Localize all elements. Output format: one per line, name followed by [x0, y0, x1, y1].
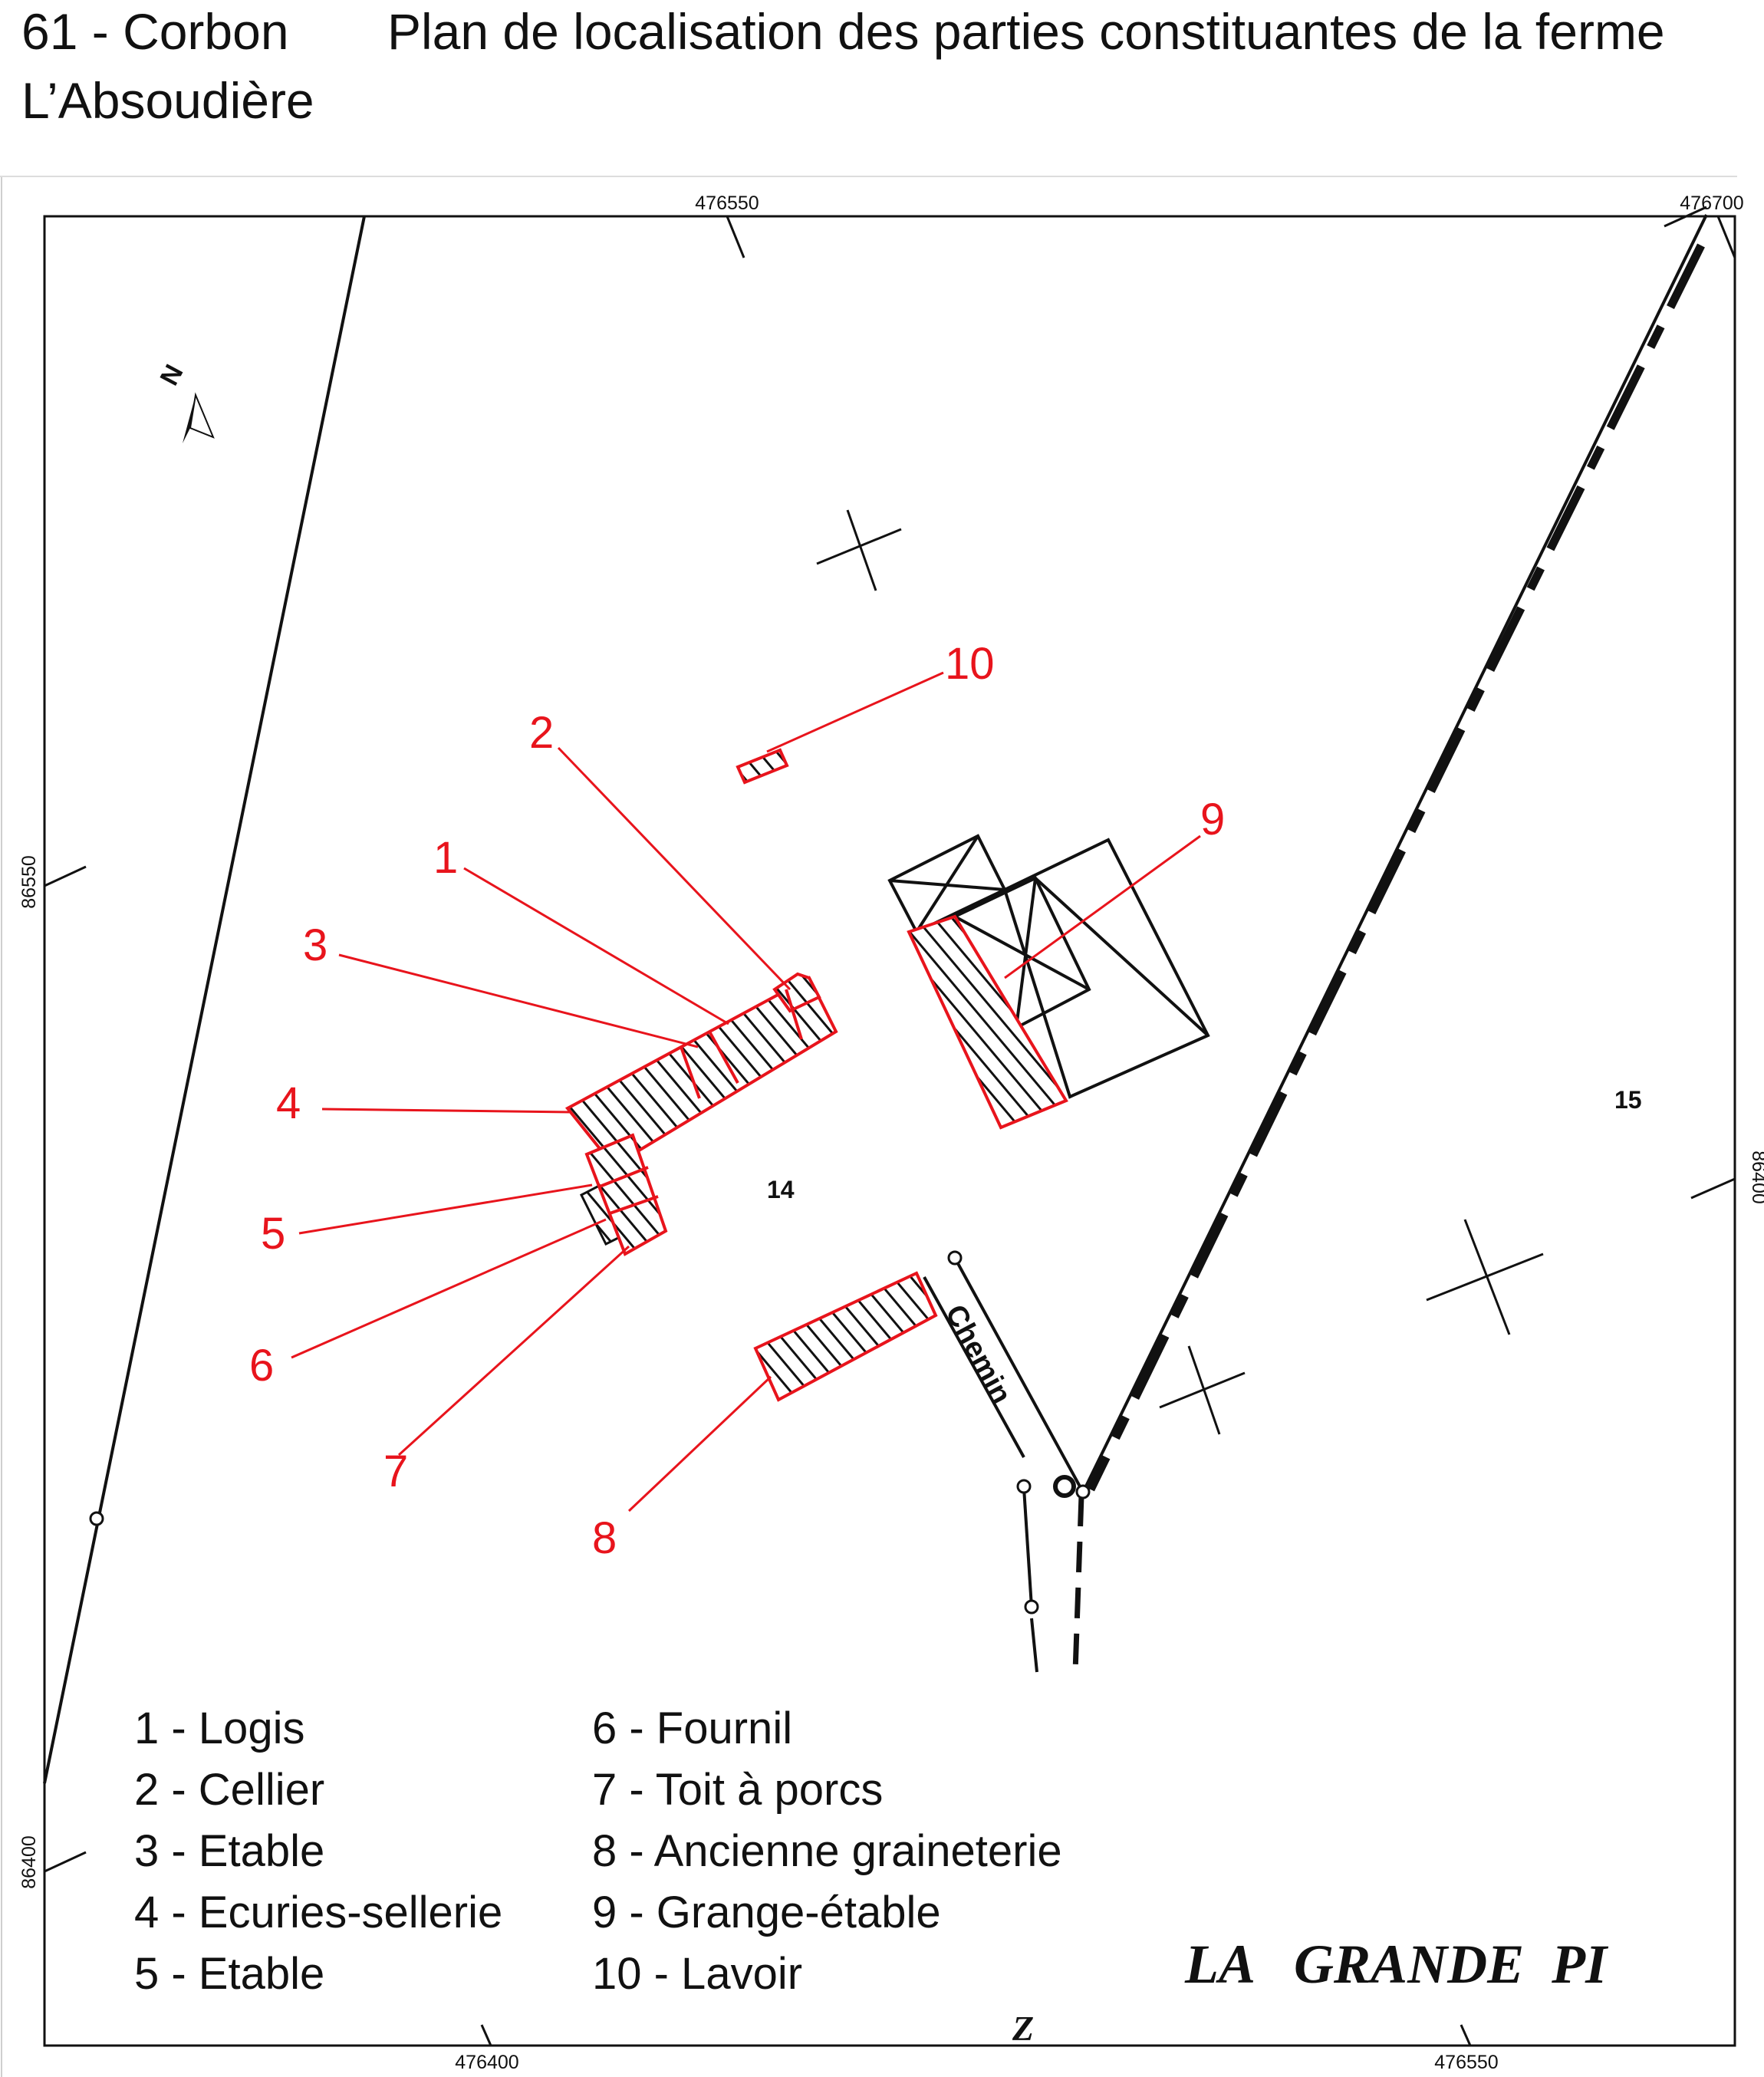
parcel-14: 14 [767, 1176, 795, 1203]
road-edge-dashed [1087, 243, 1705, 1492]
north-arrow-icon: N [155, 360, 215, 443]
callout-numbers: 1 2 3 4 5 6 7 8 9 10 [249, 639, 1225, 1563]
legend-item-5: 5 - Etable [134, 1949, 325, 1999]
coord-top-left: 476550 [695, 193, 759, 214]
place-name: LA GRANDE PI [1184, 1934, 1609, 1995]
legend-item-1: 1 - Logis [134, 1703, 305, 1753]
legend-item-10: 10 - Lavoir [592, 1949, 803, 1999]
map-frame [43, 215, 1736, 2047]
boundary-marker [89, 1511, 104, 1526]
coordinate-ticks [44, 206, 1736, 2046]
road-edge-lower [1072, 1495, 1084, 1673]
page-title: Plan de localisation des parties constit… [387, 3, 1665, 60]
legend-item-2: 2 - Cellier [134, 1765, 325, 1815]
building-4-5-6-7-wing [584, 1133, 668, 1256]
grange-outline [887, 834, 1210, 1099]
callout-9: 9 [1200, 795, 1225, 844]
road-edge-diagonal [1080, 214, 1708, 1496]
road-markers [947, 1250, 1091, 1615]
survey-cross-markers [816, 509, 1544, 1435]
callout-3: 3 [303, 920, 327, 970]
coord-left-lower: 86400 [18, 1835, 40, 1889]
coord-top-right: 476700 [1680, 193, 1743, 214]
coord-right: 86400 [1748, 1150, 1764, 1204]
road-fragment-bottom: Z [1012, 2009, 1034, 2048]
building-9-grange [907, 914, 1068, 1130]
legend-item-3: 3 - Etable [134, 1826, 325, 1876]
parcel-15: 15 [1614, 1086, 1642, 1114]
building-dividers [599, 989, 803, 1215]
coord-bottom-left: 476400 [455, 2052, 518, 2073]
callout-1: 1 [433, 833, 458, 883]
callout-6: 6 [249, 1341, 274, 1391]
legend-item-8: 8 - Ancienne graineterie [592, 1826, 1062, 1876]
building-10-lavoir [736, 748, 789, 785]
callout-leaders [291, 671, 1201, 1512]
lieu-label: L’Absoudière [21, 72, 314, 129]
callout-10: 10 [945, 639, 995, 689]
callout-8: 8 [592, 1513, 617, 1563]
callout-7: 7 [383, 1447, 408, 1496]
road-label: Chemin [939, 1300, 1018, 1410]
svg-text:N: N [155, 360, 189, 390]
coord-bottom-right: 476550 [1434, 2052, 1498, 2073]
legend-item-9: 9 - Grange-étable [592, 1888, 941, 1937]
commune-label: 61 - Corbon [21, 3, 289, 60]
legend-item-6: 6 - Fournil [592, 1703, 793, 1753]
building-1-3-main-wing [564, 976, 838, 1168]
legend-item-7: 7 - Toit à porcs [592, 1765, 884, 1815]
callout-5: 5 [261, 1209, 285, 1259]
building-2-cellier [772, 972, 821, 1013]
farm-buildings [564, 748, 1068, 1402]
legend-item-4: 4 - Ecuries-sellerie [134, 1888, 503, 1937]
boundary-line-left [43, 216, 366, 1784]
building-8-graineterie [753, 1271, 938, 1402]
coord-left-upper: 86550 [18, 855, 40, 909]
chemin-road [923, 1257, 1081, 1673]
callout-4: 4 [276, 1078, 301, 1128]
callout-2: 2 [529, 708, 554, 758]
